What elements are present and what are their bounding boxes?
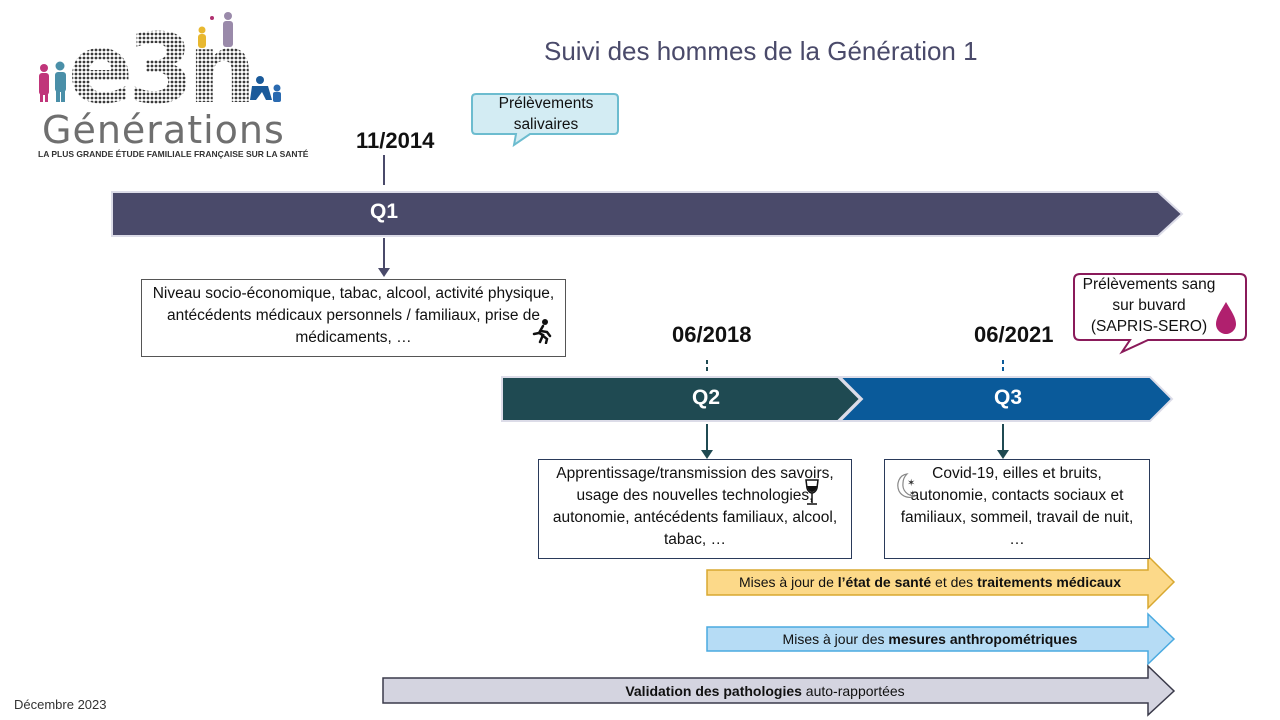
validation-bold: Validation des pathologies xyxy=(625,683,802,699)
running-person-icon xyxy=(532,319,552,344)
health-update-bold-1: l’état de santé xyxy=(837,574,932,590)
logo-wordmark: Générations xyxy=(42,108,285,152)
q3-topics-box: Covid-19, eilles et bruits, autonomie, c… xyxy=(884,459,1150,559)
e3n-logo: e3n Générations LA PLUS GRANDE ÉTUDE FAM… xyxy=(30,8,308,168)
q1-label: Q1 xyxy=(369,200,398,223)
logo-tagline: LA PLUS GRANDE ÉTUDE FAMILIALE FRANÇAISE… xyxy=(38,149,309,159)
health-update-pre: Mises à jour de xyxy=(738,574,838,590)
q3-topics-text: Covid-19, eilles et bruits, autonomie, c… xyxy=(900,465,1134,548)
q2-timeline-bar xyxy=(501,376,862,422)
logo-figures-icon: e3n xyxy=(39,12,281,125)
q1-topics-text: Niveau socio-économique, tabac, alcool, … xyxy=(152,285,555,346)
q1-date: 11/2014 xyxy=(356,128,435,153)
validation-arrow xyxy=(382,664,1176,717)
moon-stars-icon: ✶ ✶ xyxy=(897,473,918,498)
validation-rest: auto-rapportées xyxy=(801,683,905,699)
q3-date: 06/2021 xyxy=(974,322,1054,347)
q3-timeline-bar xyxy=(837,376,1174,422)
blood-callout-shape xyxy=(1073,273,1247,355)
q1-timeline-bar xyxy=(111,191,1184,237)
q3-label: Q3 xyxy=(993,386,1022,409)
q2-label: Q2 xyxy=(691,386,720,409)
saliva-callout-text: Prélèvements salivaires xyxy=(498,95,594,133)
saliva-callout-shape xyxy=(471,93,619,148)
q1-topics-box: Niveau socio-économique, tabac, alcool, … xyxy=(141,279,566,357)
health-update-arrow xyxy=(706,554,1176,610)
anthro-update-pre: Mises à jour des xyxy=(782,631,889,647)
health-update-bold-2: traitements médicaux xyxy=(977,574,1122,590)
health-update-label: Mises à jour de l’état de santé et des t… xyxy=(712,574,1148,590)
health-update-mid: et des xyxy=(931,574,978,590)
svg-text:✶: ✶ xyxy=(907,478,915,489)
q2-date: 06/2018 xyxy=(672,322,752,347)
page-title: Suivi des hommes de la Génération 1 xyxy=(544,36,978,66)
anthro-update-arrow xyxy=(706,612,1176,666)
q2-topics-box: Apprentissage/transmission des savoirs, … xyxy=(538,459,852,559)
blood-drop-icon xyxy=(1216,302,1236,334)
svg-text:✶: ✶ xyxy=(909,489,916,498)
anthro-update-label: Mises à jour des mesures anthropométriqu… xyxy=(712,631,1148,647)
footer-date: Décembre 2023 xyxy=(14,697,107,712)
anthro-update-bold: mesures anthropométriques xyxy=(888,631,1078,647)
q2-topics-text: Apprentissage/transmission des savoirs, … xyxy=(552,465,838,548)
wine-glass-icon xyxy=(805,479,819,505)
validation-label: Validation des pathologies auto-rapporté… xyxy=(540,683,990,699)
blood-callout-text: Prélèvements sang sur buvard (SAPRIS-SER… xyxy=(1082,276,1216,335)
